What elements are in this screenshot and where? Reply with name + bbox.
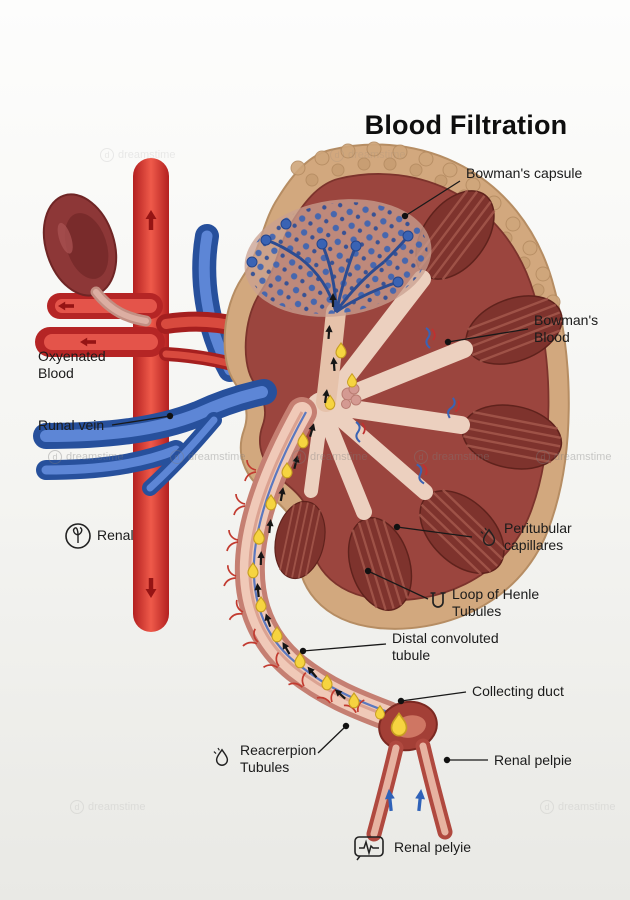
label-renal-vein: Runal vein bbox=[38, 417, 105, 433]
label-peritubular-capillaries: Peritubular capillares bbox=[504, 520, 572, 554]
label-renal: Renal bbox=[97, 527, 134, 543]
label-distal-convoluted-tubule: Distal convoluted tubule bbox=[392, 630, 499, 664]
label-renal-pelvis-bottom: Renal pelyie bbox=[394, 839, 472, 855]
loop-icon bbox=[430, 592, 446, 608]
label-bowmans-blood: Bowman's Blood bbox=[534, 312, 599, 346]
label-reabsorption-tubules: Reacrerpion Tubules bbox=[240, 742, 317, 776]
page-title: Blood Filtration bbox=[364, 110, 568, 140]
leader-lines bbox=[111, 180, 529, 764]
kidney bbox=[223, 141, 573, 630]
label-collecting-duct: Collecting duct bbox=[472, 683, 564, 699]
label-renal-pelvis-right: Renal pelpie bbox=[494, 752, 572, 768]
adrenal-gland bbox=[42, 193, 118, 297]
droplet-icon-reabsorption bbox=[213, 747, 229, 766]
label-bowmans-capsule: Bowman's capsule bbox=[466, 165, 583, 181]
label-oxygenated-blood: Oxyenated Blood bbox=[38, 348, 106, 382]
label-loop-of-henle: Loop of Henle Tubules bbox=[452, 586, 540, 620]
convoluted-tubule-knot bbox=[341, 383, 362, 409]
renal-vein-main bbox=[33, 379, 277, 496]
collecting-duct bbox=[366, 700, 453, 842]
adrenal-stem bbox=[90, 286, 152, 327]
renal-icon bbox=[65, 523, 91, 549]
droplet-icon-peritubular bbox=[480, 527, 496, 546]
ecg-icon bbox=[354, 836, 384, 861]
glomerulus bbox=[244, 199, 432, 317]
